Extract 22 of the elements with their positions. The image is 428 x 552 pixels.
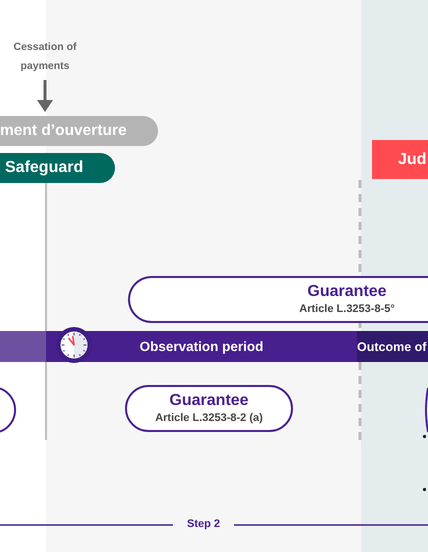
arrow [37, 80, 53, 112]
guarantee-pill [125, 385, 293, 432]
article-reference: Article L.3253-8-2 (a) [155, 412, 263, 425]
procedure-name: Jud [398, 150, 426, 168]
procedure-pill [0, 153, 115, 183]
event-label: Cessation of payments [0, 38, 90, 76]
period-label: Observation period [140, 338, 264, 354]
article-reference: Article L.3253-8-5° [299, 303, 395, 316]
guarantee-title: Guarantee [169, 392, 249, 410]
guarantee-pill [425, 387, 428, 433]
procedure-pill [0, 116, 158, 146]
guarantee-pill [0, 386, 16, 434]
procedure-name: Safeguard [5, 159, 84, 177]
procedure-banner [372, 140, 428, 179]
period-label: Outcome of [357, 340, 426, 354]
timeline-bar-segment [46, 331, 357, 362]
procedure-name: ment d’ouverture [0, 122, 127, 140]
guarantee-pill [128, 276, 428, 323]
timeline-bar-segment [357, 331, 428, 362]
timeline-bar-segment [0, 331, 46, 362]
guarantee-title: Guarantee [307, 283, 387, 301]
step-label: Step 2 [186, 517, 221, 532]
